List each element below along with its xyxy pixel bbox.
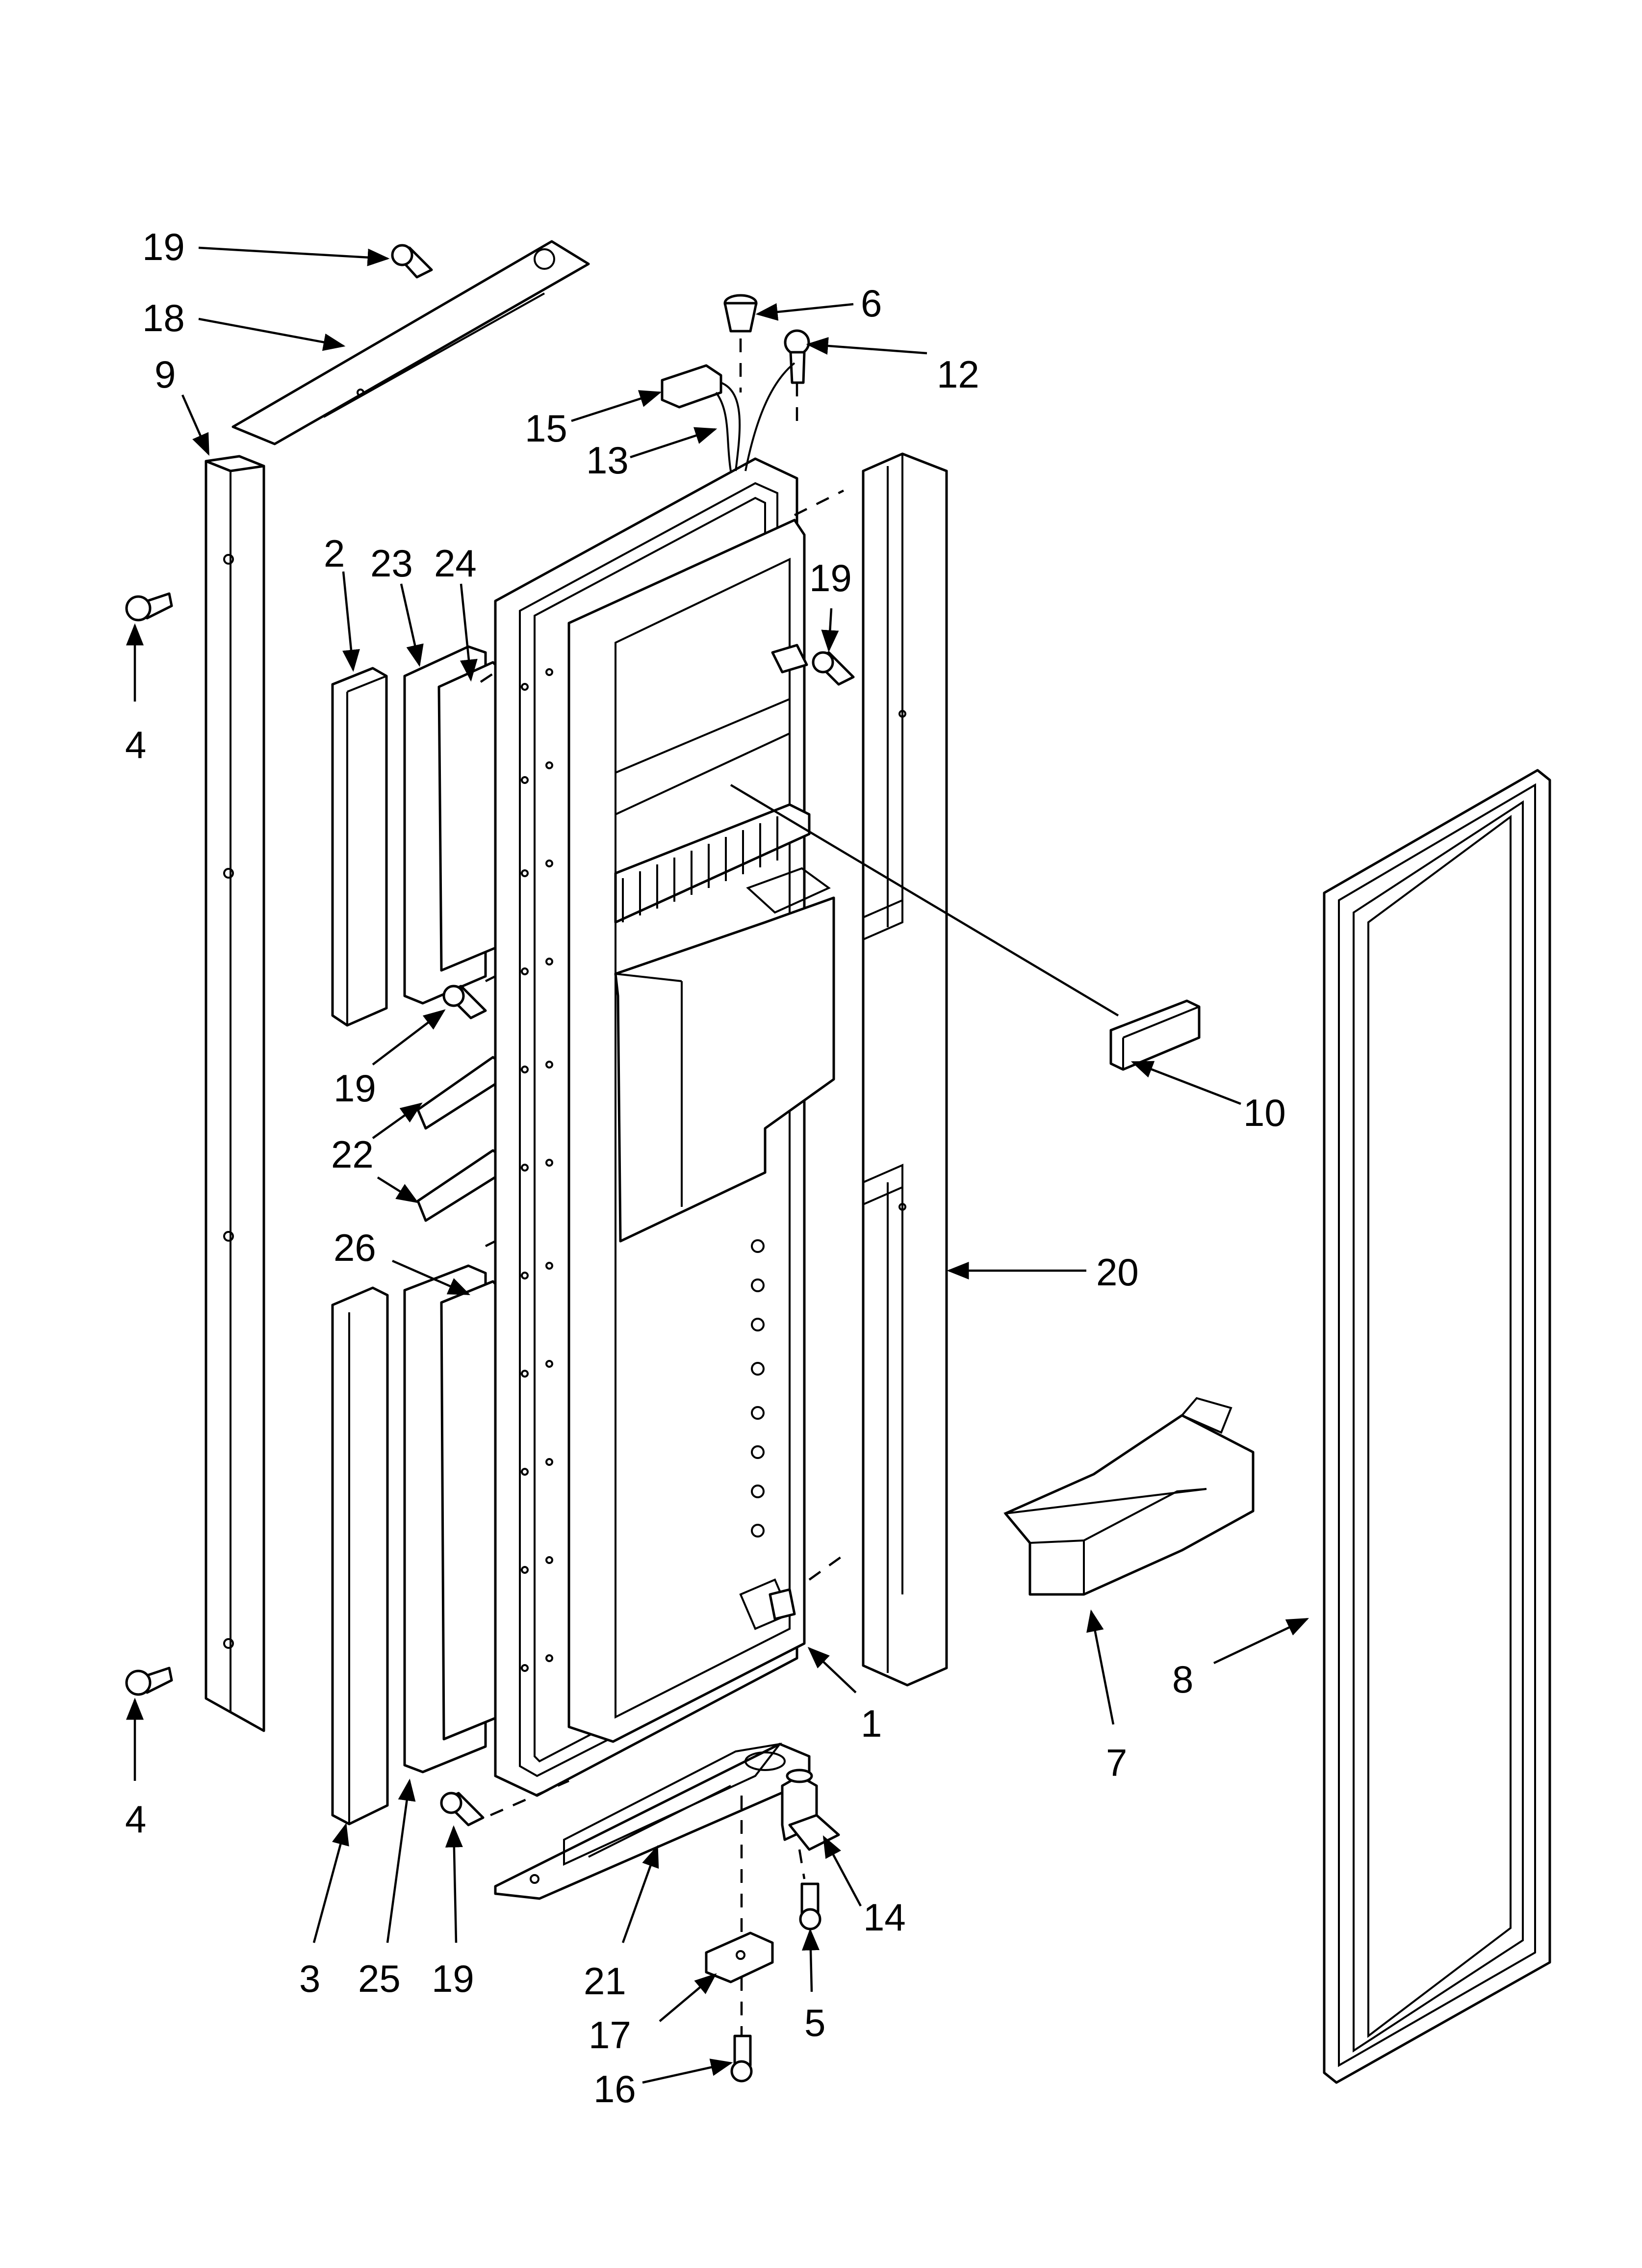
callout-20: 20: [1096, 1251, 1139, 1294]
screw-19-mid: [442, 985, 487, 1019]
callout-13: 13: [586, 439, 629, 482]
callout-4: 4: [125, 723, 146, 766]
top-trim: [231, 240, 590, 445]
callout-16: 16: [593, 2067, 636, 2111]
callout-17: 17: [589, 2013, 631, 2057]
callout-19: 19: [142, 225, 185, 268]
screw-16: [730, 2034, 753, 2083]
lower-panel: [403, 1264, 499, 1773]
brackets: [416, 1056, 504, 1222]
lower-trim-cap: [331, 1286, 389, 1825]
callout-12: 12: [937, 353, 979, 396]
callout-2: 2: [324, 532, 345, 575]
callout-21: 21: [584, 1959, 626, 2003]
screw-19-right: [812, 651, 855, 686]
screw-4-top: [125, 592, 173, 622]
callout-15: 15: [525, 407, 567, 450]
screw-12: [784, 329, 810, 384]
callout-19: 19: [334, 1067, 376, 1110]
screw-5: [799, 1882, 821, 1930]
callout-10: 10: [1243, 1091, 1286, 1134]
callout-3: 3: [299, 1957, 320, 2000]
callout-23: 23: [370, 542, 413, 585]
upper-panel: [403, 645, 499, 1005]
callout-22: 22: [331, 1133, 374, 1176]
wire-connector: [661, 364, 722, 409]
callout-9: 9: [154, 353, 176, 396]
light-socket: [723, 294, 758, 333]
screw-19-top: [391, 244, 433, 279]
trim-strip: [1109, 999, 1201, 1071]
handle-bin: [1003, 1397, 1255, 1596]
callout-25: 25: [358, 1957, 401, 2000]
callout-5: 5: [804, 2001, 825, 2044]
callout-7: 7: [1106, 1741, 1127, 1784]
callout-1: 1: [861, 1702, 882, 1745]
hinge-block: [705, 1931, 774, 1983]
callout-19: 19: [809, 556, 852, 600]
hinge-pin: [781, 1769, 840, 1851]
callout-8: 8: [1172, 1658, 1193, 1701]
callout-4: 4: [125, 1798, 146, 1841]
callout-19: 19: [432, 1957, 474, 2000]
hardware: [125, 244, 855, 2083]
side-trim-left: [205, 455, 265, 1732]
door-liner: [494, 457, 835, 1797]
callout-labels: 19 18 9 4 2 23 24 6 12 15 13 19 19 22 10…: [125, 225, 1286, 2111]
callout-18: 18: [142, 296, 185, 339]
callout-14: 14: [863, 1896, 906, 1939]
callout-6: 6: [861, 282, 882, 325]
upper-trim-cap: [331, 667, 388, 1027]
alignment-lines: [480, 339, 1119, 2036]
callout-24: 24: [434, 542, 477, 585]
door-gasket: [1323, 769, 1551, 2084]
screw-4-bottom: [125, 1667, 173, 1696]
side-trim-right: [862, 452, 948, 1687]
callout-26: 26: [334, 1226, 376, 1269]
screw-19-bottom: [440, 1792, 485, 1826]
leader-lines: [126, 246, 1309, 2084]
